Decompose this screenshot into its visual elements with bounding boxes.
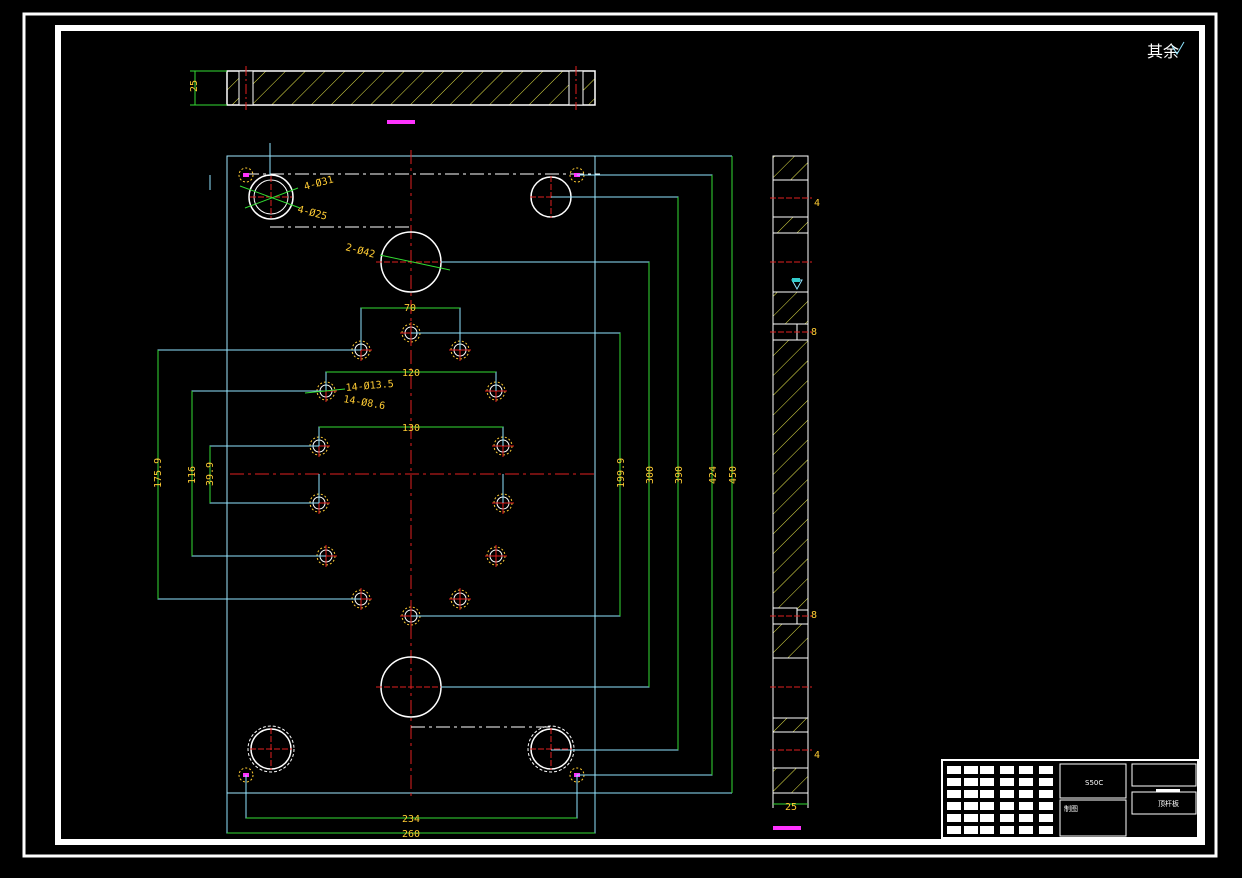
dim-175: 175.9 <box>153 458 164 488</box>
ejector-hole <box>449 588 471 610</box>
ejector-hole <box>485 545 507 567</box>
title-block: S50C 顶杆板 制图 <box>941 759 1199 839</box>
hole-large <box>247 725 295 773</box>
callout-14-013: 14-Ø13.5 <box>345 378 394 394</box>
top-section-view: 25 <box>189 66 596 124</box>
roughness-symbol-icon <box>1171 41 1185 55</box>
callout-2-042: 2-Ø42 <box>344 241 376 260</box>
dim-side-4-top: 4 <box>814 198 820 209</box>
ejector-holes <box>308 322 514 627</box>
plan-view: 450 424 390 300 199.9 175.9 116 39.9 70 … <box>153 143 739 840</box>
dim-39: 39.9 <box>205 462 216 486</box>
dim-300: 300 <box>645 466 656 484</box>
maker-label: 制图 <box>1064 804 1078 813</box>
dim-70: 70 <box>404 303 416 314</box>
dim-side-thickness: 25 <box>785 802 797 813</box>
view-marker <box>387 120 415 124</box>
corner-note: 其余 <box>1147 42 1179 61</box>
dim-side-8-bottom: 8 <box>811 610 817 621</box>
dim-424: 424 <box>708 466 719 484</box>
dim-390: 390 <box>674 466 685 484</box>
drawing-frame <box>22 12 1218 858</box>
dim-116: 116 <box>187 466 198 484</box>
dim-130: 130 <box>402 423 420 434</box>
dim-side-8-top: 8 <box>811 327 817 338</box>
dim-199: 199.9 <box>616 458 627 488</box>
leader-lines <box>157 143 732 834</box>
dimension-lines <box>157 156 733 834</box>
dim-top-thickness: 25 <box>189 80 200 92</box>
dim-120: 120 <box>402 368 420 379</box>
dim-260: 260 <box>402 829 420 840</box>
side-section-view: 25 4 8 8 4 <box>770 155 820 830</box>
callout-4-031: 4-Ø31 <box>303 174 335 193</box>
callout-4-025: 4-Ø25 <box>296 203 328 222</box>
view-marker <box>773 826 801 830</box>
callout-14-086: 14-Ø8.6 <box>342 393 386 412</box>
hole-large <box>527 725 575 773</box>
roughness-note: 其余 <box>1147 41 1185 61</box>
material-text: S50C <box>1085 779 1103 787</box>
hole-corner <box>238 167 254 183</box>
dim-234: 234 <box>402 814 420 825</box>
drawing-name: 顶杆板 <box>1158 799 1179 808</box>
dim-side-4-bottom: 4 <box>814 750 820 761</box>
dim-450: 450 <box>728 466 739 484</box>
